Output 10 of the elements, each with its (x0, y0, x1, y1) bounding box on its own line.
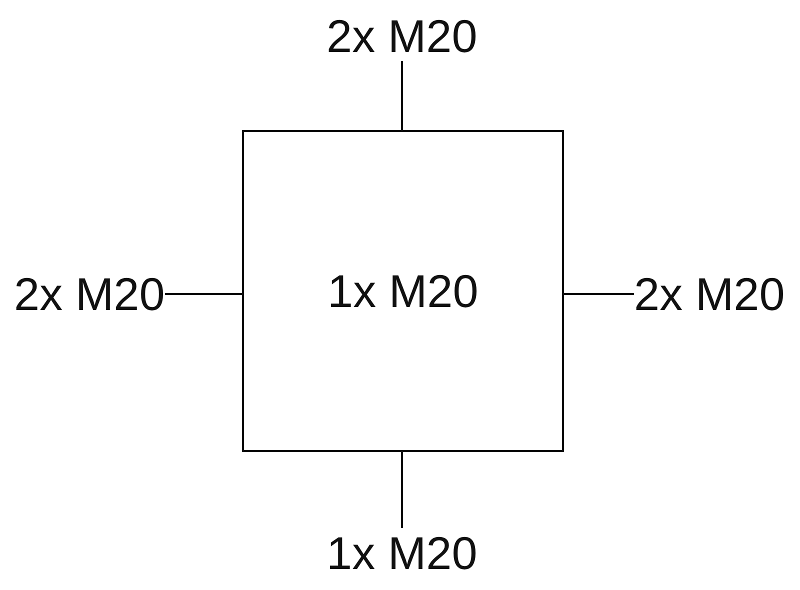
cable-entry-label: 2x M20 (634, 269, 785, 319)
leader-line (165, 293, 242, 295)
cable-entry-label: 1x M20 (326, 528, 478, 578)
leader-line (401, 452, 403, 528)
leader-line (401, 61, 403, 130)
leader-line (564, 293, 634, 295)
cable-entry-label: 2x M20 (326, 11, 478, 61)
enclosure-box (242, 130, 564, 452)
node-label: 1x M20 (328, 266, 478, 316)
cable-entry-label: 2x M20 (14, 269, 165, 319)
